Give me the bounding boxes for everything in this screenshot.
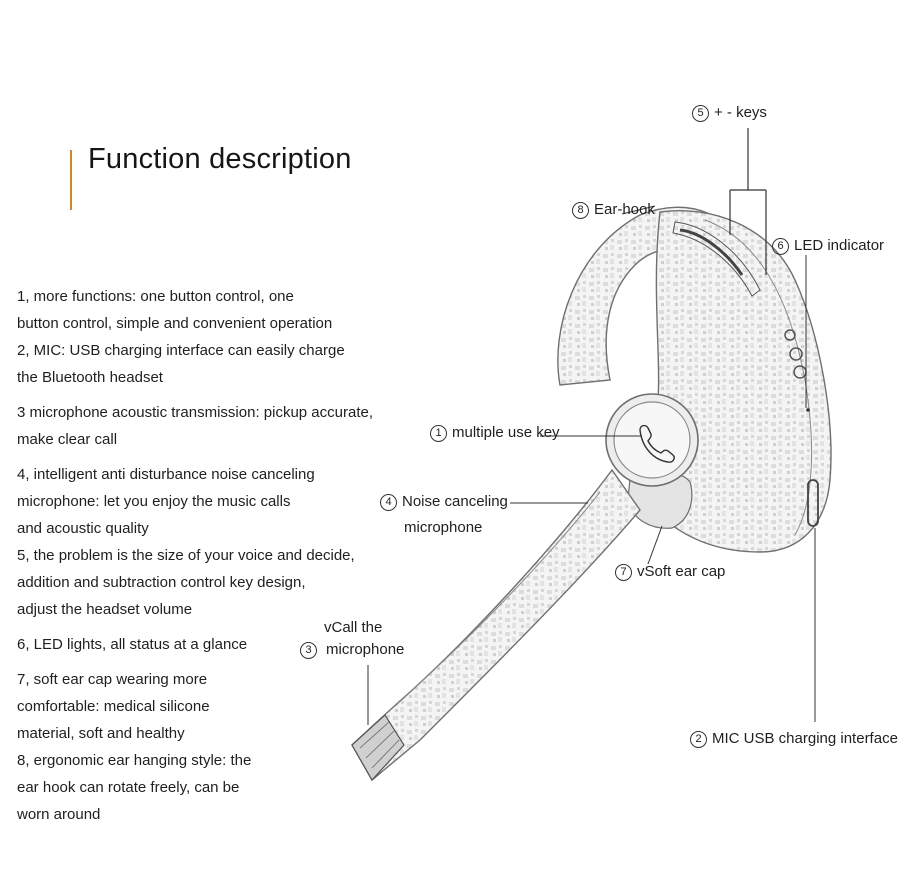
led-indicator-point bbox=[806, 408, 810, 412]
callout-label: vSoft ear cap bbox=[637, 563, 726, 580]
desc-line: 5, the problem is the size of your voice… bbox=[17, 547, 355, 564]
desc-line: make clear call bbox=[17, 431, 118, 448]
leader-ear-cap bbox=[647, 525, 663, 565]
callout-ear-hook: 8 Ear-hook bbox=[572, 200, 655, 220]
desc-line: 2, MIC: USB charging interface can easil… bbox=[17, 342, 345, 359]
desc-line: addition and subtraction control key des… bbox=[17, 574, 306, 591]
desc-line: 3 microphone acoustic transmission: pick… bbox=[17, 404, 374, 421]
led-dot bbox=[784, 329, 796, 341]
mic-grill-hatch bbox=[359, 721, 400, 769]
boom-inner-line bbox=[394, 491, 601, 706]
callout-call-microphone-line2: 3 microphone bbox=[300, 640, 404, 660]
callout-mic-usb-charging: 2 MIC USB charging interface bbox=[690, 729, 898, 749]
callout-number: 8 bbox=[572, 202, 589, 219]
desc-line: and acoustic quality bbox=[17, 520, 149, 537]
callout-label: microphone bbox=[326, 641, 405, 658]
title-accent-bar bbox=[70, 150, 72, 210]
callout-label: multiple use key bbox=[452, 424, 560, 441]
desc-line: 1, more functions: one button control, o… bbox=[17, 288, 294, 305]
multi-key-disc-inner bbox=[613, 401, 691, 479]
desc-line: 7, soft ear cap wearing more bbox=[17, 671, 208, 688]
desc-line: worn around bbox=[17, 806, 101, 823]
callout-label: Ear-hook bbox=[594, 201, 655, 218]
callout-call-microphone: vCall the bbox=[324, 618, 382, 638]
volume-key-slot bbox=[679, 228, 744, 276]
callout-label: microphone bbox=[404, 519, 483, 536]
callout-label: LED indicator bbox=[794, 237, 885, 254]
callout-soft-ear-cap: 7 vSoft ear cap bbox=[615, 562, 725, 582]
callout-led-indicator: 6 LED indicator bbox=[772, 236, 884, 256]
page-title: Function description bbox=[88, 143, 352, 175]
desc-line: 6, LED lights, all status at a glance bbox=[17, 636, 248, 653]
callout-number: 5 bbox=[692, 105, 709, 122]
desc-line: comfortable: medical silicone bbox=[17, 698, 210, 715]
desc-line: the Bluetooth headset bbox=[17, 369, 163, 386]
desc-line: adjust the headset volume bbox=[17, 601, 193, 618]
callout-multiple-use-key: 1 multiple use key bbox=[430, 423, 560, 443]
callout-label: Noise canceling bbox=[402, 493, 508, 510]
desc-line: ear hook can rotate freely, can be bbox=[17, 779, 240, 796]
mic-grill bbox=[351, 714, 405, 782]
callout-number: 3 bbox=[300, 642, 317, 659]
leader-ear-hook bbox=[621, 205, 656, 215]
phone-glyph bbox=[639, 424, 675, 463]
desc-line: 4, intelligent anti disturbance noise ca… bbox=[17, 466, 315, 483]
side-button bbox=[789, 347, 803, 361]
leader-plus-minus bbox=[729, 128, 767, 275]
callout-label: vCall the bbox=[324, 619, 383, 636]
volume-key-outline bbox=[672, 221, 761, 297]
callout-number: 6 bbox=[772, 238, 789, 255]
callout-number: 7 bbox=[615, 564, 632, 581]
callout-label: MIC USB charging interface bbox=[712, 730, 898, 747]
desc-line: material, soft and healthy bbox=[17, 725, 185, 742]
desc-line: button control, simple and convenient op… bbox=[17, 315, 333, 332]
callout-number: 2 bbox=[690, 731, 707, 748]
callout-number: 4 bbox=[380, 494, 397, 511]
desc-line: 8, ergonomic ear hanging style: the bbox=[17, 752, 252, 769]
callout-label: + - keys bbox=[714, 104, 767, 121]
callout-noise-canceling-microphone-line2: microphone bbox=[404, 518, 482, 538]
callout-noise-canceling-microphone: 4 Noise canceling bbox=[380, 492, 508, 512]
usb-port bbox=[807, 479, 819, 527]
desc-line: microphone: let you enjoy the music call… bbox=[17, 493, 291, 510]
function-description-list: 1, more functions: one button control, o… bbox=[17, 283, 397, 828]
callout-number: 1 bbox=[430, 425, 447, 442]
callout-plus-minus-keys: 5 + - keys bbox=[692, 103, 767, 123]
